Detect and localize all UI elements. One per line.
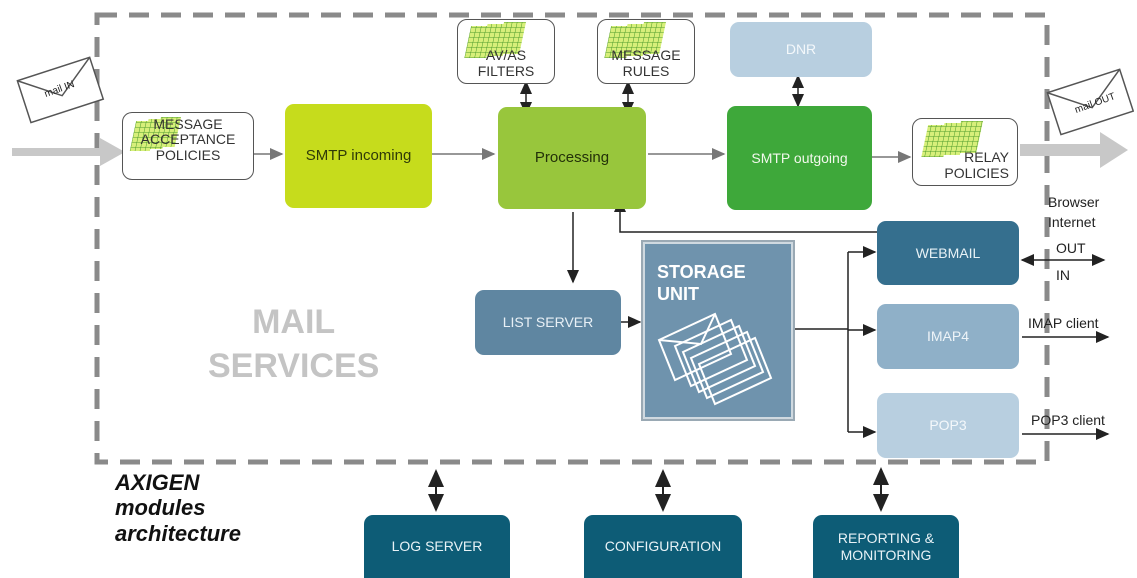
log-server-module: LOG SERVER: [364, 515, 510, 578]
webmail-module: WEBMAIL: [877, 221, 1019, 285]
list-server-module: LIST SERVER: [475, 290, 621, 355]
storage-unit: STORAGE UNIT: [641, 240, 795, 421]
pop3-client-label: POP3 client: [1031, 412, 1105, 428]
filter-grid-icon: [464, 22, 526, 58]
in-label: IN: [1056, 267, 1070, 283]
mail-out-flow-arrow: [1020, 132, 1128, 168]
smtp-incoming-module: SMTP incoming: [285, 104, 432, 208]
filter-grid-icon: [129, 117, 181, 151]
browser-label: Browser: [1048, 194, 1100, 210]
mail-out-envelope-icon: [1046, 68, 1134, 136]
imap4-module: IMAP4: [877, 304, 1019, 369]
internet-label: Internet: [1048, 214, 1096, 230]
message-rules-box: MESSAGE RULES: [597, 19, 695, 84]
processing-module: Processing: [498, 107, 646, 209]
dnr-module: DNR: [730, 22, 872, 77]
filter-grid-icon: [604, 22, 666, 58]
imap-client-label: IMAP client: [1028, 315, 1099, 331]
relay-policies-box: RELAY POLICIES: [912, 118, 1018, 186]
mail-in-envelope-icon: [16, 56, 105, 124]
pop3-module: POP3: [877, 393, 1019, 458]
mail-in-flow-arrow: [12, 138, 125, 166]
diagram-title: AXIGEN modules architecture: [115, 470, 241, 546]
av-as-filters-box: AV/AS FILTERS: [457, 19, 555, 84]
storage-envelopes-icon: [657, 312, 773, 406]
smtp-outgoing-module: SMTP outgoing: [727, 106, 872, 210]
message-acceptance-policies-box: MESSAGE ACCEPTANCE POLICIES: [122, 112, 254, 180]
out-label: OUT: [1056, 240, 1086, 256]
reporting-monitoring-module: REPORTING & MONITORING: [813, 515, 959, 578]
mail-services-label: MAIL SERVICES: [208, 303, 380, 386]
configuration-module: CONFIGURATION: [584, 515, 742, 578]
mail-services-frame: [94, 12, 1050, 465]
filter-grid-icon: [921, 121, 983, 157]
